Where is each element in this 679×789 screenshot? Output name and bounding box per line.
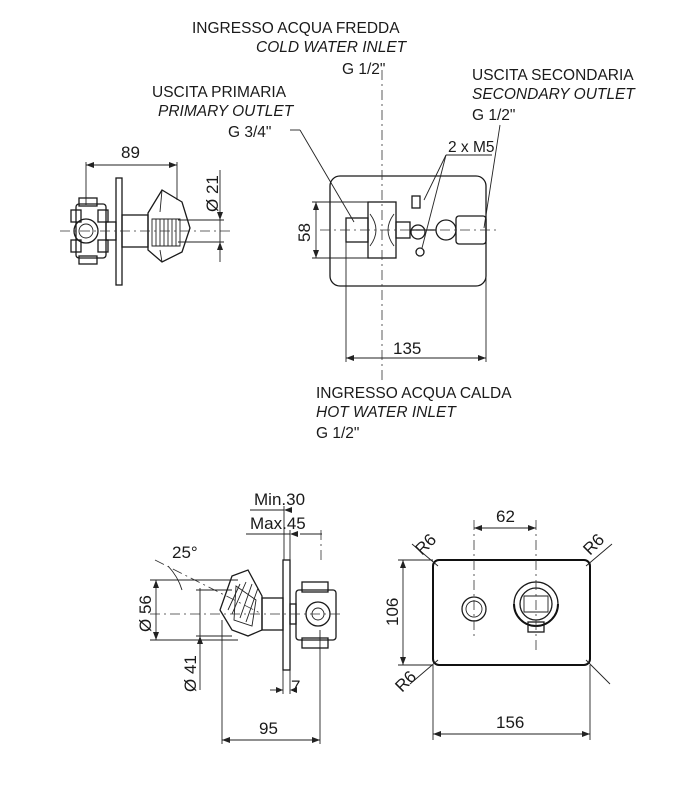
dim-body-height: 58 — [295, 223, 314, 242]
hot-inlet-it: INGRESSO ACQUA CALDA — [316, 385, 512, 402]
dim-total-depth: 95 — [259, 719, 278, 738]
dim-plate-thickness: 7 — [291, 677, 300, 696]
dim-radius-bl: R6 — [391, 667, 420, 696]
dim-plate-height: 106 — [383, 598, 402, 626]
side-view-top: 89 Ø 21 — [60, 143, 230, 286]
dim-max-depth: Max.45 — [250, 514, 306, 533]
dim-diameter-56: Ø 56 — [136, 595, 155, 632]
hot-inlet-size: G 1/2" — [316, 425, 359, 442]
secondary-outlet-en: SECONDARY OUTLET — [472, 86, 636, 103]
dim-side-depth: 89 — [121, 143, 140, 162]
dim-angle: 25° — [172, 543, 198, 562]
dim-body-width: 135 — [393, 339, 421, 358]
primary-outlet-it: USCITA PRIMARIA — [152, 84, 287, 101]
secondary-outlet-size: G 1/2" — [472, 107, 515, 124]
hot-inlet-en: HOT WATER INLET — [316, 404, 457, 421]
primary-outlet-size: G 3/4" — [228, 124, 271, 141]
primary-outlet-en: PRIMARY OUTLET — [158, 103, 295, 120]
front-view-top: 58 135 — [290, 70, 501, 380]
dim-plate-width: 156 — [496, 713, 524, 732]
dim-hole-spacing: 62 — [496, 507, 515, 526]
secondary-outlet-it: USCITA SECONDARIA — [472, 67, 634, 84]
front-plate-bottom: 62 106 156 R6 R6 R6 — [383, 507, 613, 740]
cold-inlet-en: COLD WATER INLET — [256, 39, 408, 56]
cold-inlet-size: G 1/2" — [342, 61, 385, 78]
dim-min-depth: Min.30 — [254, 490, 305, 509]
dim-radius-tr: R6 — [579, 530, 608, 559]
side-view-bottom: 25° Min.30 Max.45 Ø 56 Ø 41 7 — [136, 490, 340, 744]
dim-diameter-41: Ø 41 — [181, 655, 200, 692]
cold-inlet-it: INGRESSO ACQUA FREDDA — [192, 20, 400, 37]
dim-side-diameter: Ø 21 — [203, 175, 222, 212]
screws-label: 2 x M5 — [448, 139, 495, 156]
dim-radius-tl: R6 — [411, 530, 440, 559]
